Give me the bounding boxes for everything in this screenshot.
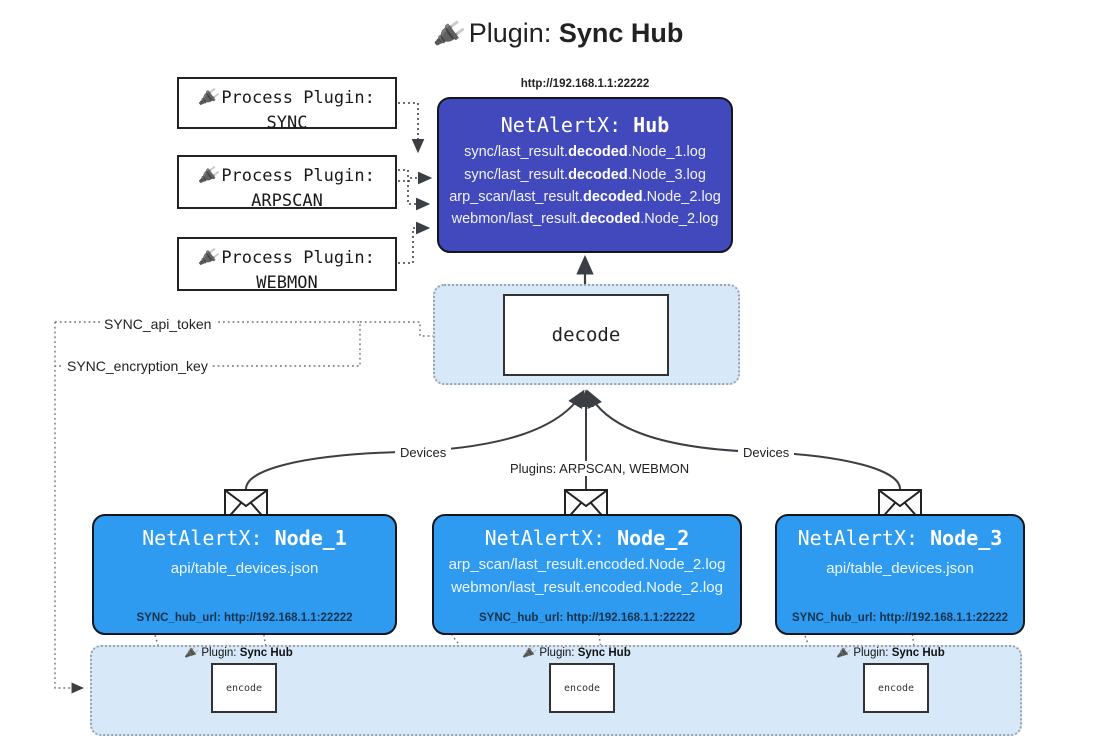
node-box-node-1[interactable]: NetAlertX: Node_1 api/table_devices.json… xyxy=(92,514,397,635)
node-hub-url-label: SYNC_hub_url: http://192.168.1.1:22222 xyxy=(791,612,1009,624)
node-hub-url-label: SYNC_hub_url: http://192.168.1.1:22222 xyxy=(478,612,696,624)
node-title: NetAlertX: Node_3 xyxy=(797,526,1003,550)
process-plugin-line1: 🔌Process Plugin: xyxy=(179,164,395,189)
encode-box[interactable]: encode xyxy=(863,663,929,713)
process-plugin-box-webmon[interactable]: 🔌Process Plugin: WEBMON xyxy=(177,237,397,293)
hub-url-label: http://192.168.1.1:22222 xyxy=(520,78,650,90)
node-log-line: webmon/last_result.encoded.Node_2.log xyxy=(451,579,723,596)
node-log-line: api/table_devices.json xyxy=(826,560,974,577)
node-log-line: api/table_devices.json xyxy=(170,560,319,577)
encode-box[interactable]: encode xyxy=(549,663,615,713)
hub-log-line: webmon/last_result.decoded.Node_2.log xyxy=(451,211,719,227)
process-plugin-line1: 🔌Process Plugin: xyxy=(179,246,395,271)
plug-icon: 🔌 xyxy=(184,646,200,660)
edge-label-devices-right: Devices xyxy=(738,445,795,460)
encoder-caption: 🔌Plugin: Sync Hub xyxy=(836,646,945,660)
node-hub-url-label: SYNC_hub_url: http://192.168.1.1:22222 xyxy=(136,612,353,624)
plug-icon: 🔌 xyxy=(522,646,538,660)
hub-log-line: sync/last_result.decoded.Node_3.log xyxy=(464,167,706,183)
edge-label-devices-left: Devices xyxy=(395,445,452,460)
node-box-node-3[interactable]: NetAlertX: Node_3 api/table_devices.json… xyxy=(775,514,1025,635)
page-title-prefix: Plugin: xyxy=(468,18,559,48)
hub-box[interactable]: NetAlertX: Hub sync/last_result.decoded.… xyxy=(437,97,733,253)
page-title: 🔌Plugin: Sync Hub xyxy=(0,17,1117,51)
process-plugin-line2: ARPSCAN xyxy=(251,190,323,211)
plug-icon: 🔌 xyxy=(197,86,222,110)
process-plugin-line1: 🔌Process Plugin: xyxy=(179,86,395,111)
node-title: NetAlertX: Node_1 xyxy=(142,526,347,550)
hub-log-line: arp_scan/last_result.decoded.Node_2.log xyxy=(449,189,721,205)
node-box-node-2[interactable]: NetAlertX: Node_2 arp_scan/last_result.e… xyxy=(432,514,742,635)
plug-icon: 🔌 xyxy=(431,17,467,51)
plug-icon: 🔌 xyxy=(836,646,852,660)
node-title: NetAlertX: Node_2 xyxy=(484,526,690,550)
plug-icon: 🔌 xyxy=(197,164,222,188)
plug-icon: 🔌 xyxy=(197,246,222,270)
node-log-line: arp_scan/last_result.encoded.Node_2.log xyxy=(448,556,726,573)
sync-api-token-label: SYNC_api_token xyxy=(100,316,216,332)
encoder-caption: 🔌Plugin: Sync Hub xyxy=(184,646,293,660)
sync-encryption-key-label: SYNC_encryption_key xyxy=(63,358,212,374)
encoder-caption: 🔌Plugin: Sync Hub xyxy=(522,646,631,660)
hub-title: NetAlertX: Hub xyxy=(500,113,670,137)
process-plugin-box-arpscan[interactable]: 🔌Process Plugin: ARPSCAN xyxy=(177,155,397,211)
process-plugin-box-sync[interactable]: 🔌Process Plugin: SYNC xyxy=(177,77,397,133)
page-title-name: Sync Hub xyxy=(558,18,684,48)
process-plugin-line2: WEBMON xyxy=(256,272,318,293)
encode-box[interactable]: encode xyxy=(211,663,277,713)
hub-log-line: sync/last_result.decoded.Node_1.log xyxy=(464,144,706,160)
decode-box[interactable]: decode xyxy=(503,294,669,376)
process-plugin-line2: SYNC xyxy=(266,112,308,133)
edge-label-plugins: Plugins: ARPSCAN, WEBMON xyxy=(505,461,695,476)
